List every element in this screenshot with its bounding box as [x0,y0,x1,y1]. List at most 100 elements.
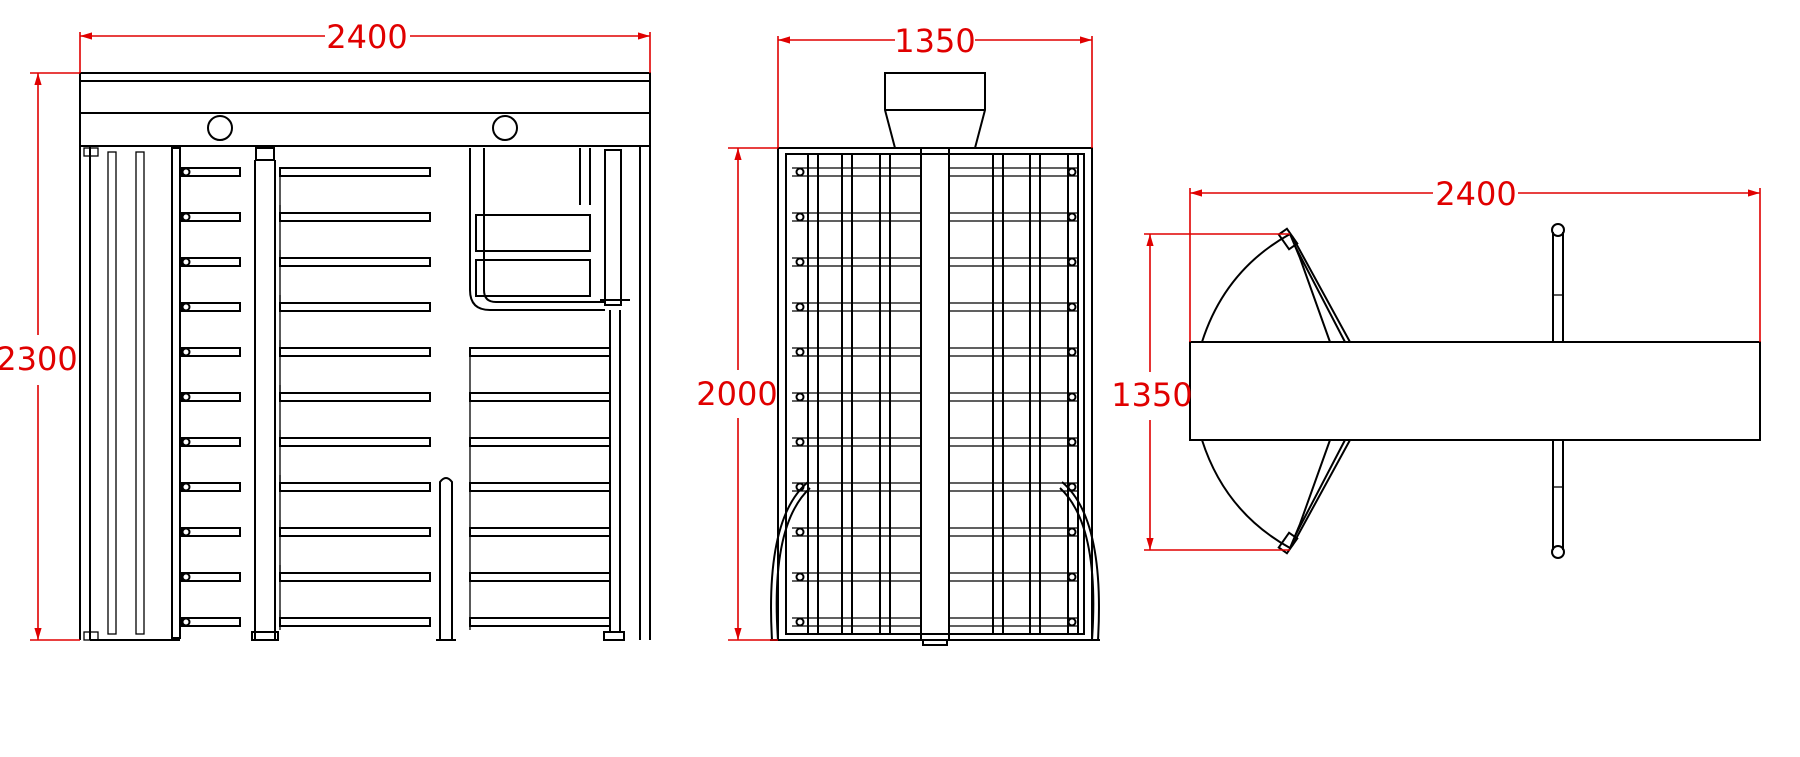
front-width-dimension: 2400 [79,18,651,73]
top-canopy-beam [79,72,651,147]
side-height-dimension: 2000 [696,147,778,641]
side-arm-knob [1067,572,1077,582]
side-arm-knob [795,617,805,627]
side-arm-knob [795,437,805,447]
vertical-bar [879,153,891,635]
side-arc-right [1059,487,1095,641]
long-arm [279,572,431,582]
right-inner-post [600,149,630,641]
front-height-dimension: 2300 [0,72,80,641]
vertical-bar [992,153,1004,635]
vertical-bar [1067,153,1079,635]
short-arm [181,572,241,582]
passage-post [439,477,453,640]
side-vertical-bars [807,153,1079,635]
side-arm-knob [1067,257,1077,267]
side-arm-knob [795,527,805,537]
short-arm [181,212,241,222]
side-rotor-arms [792,167,1078,627]
front-view: 2400 2300 [0,18,651,641]
side-arc-left [775,487,811,641]
top-depth-label: 1350 [1111,376,1192,414]
side-arm-knob [795,257,805,267]
short-arm [181,392,241,402]
barrier-arm [469,347,611,357]
arm-knob [181,212,191,222]
short-arm [181,437,241,447]
barrier-arm [469,527,611,537]
barrier-arm [469,392,611,402]
long-arm [279,257,431,267]
short-arm [181,302,241,312]
side-arm-knob [795,302,805,312]
barrier-arm [469,617,611,627]
rotor-arms-middle [279,167,431,630]
barrier-arm [469,437,611,447]
rotor-shaft [251,147,279,641]
long-arm [279,347,431,357]
vertical-bar [841,153,853,635]
arm-knob [181,392,191,402]
vertical-bar [807,153,819,635]
short-arm [181,257,241,267]
arm-knob [181,347,191,357]
side-arm-knob [1067,617,1077,627]
side-arm-knob [1067,392,1077,402]
barrier-arms-right [469,347,611,630]
light-indicator-left [207,115,233,141]
long-arm [279,302,431,312]
long-arm [279,167,431,177]
barrier-arm [469,482,611,492]
central-column [920,147,950,641]
rotor-arms-left [181,167,241,627]
upper-grille [469,148,605,311]
arm-knob [181,437,191,447]
long-arm [279,212,431,222]
side-height-label: 2000 [696,375,777,413]
side-arm-knob [795,572,805,582]
arm-knob [181,167,191,177]
top-depth-dimension: 1350 [1111,233,1290,551]
side-arm-knob [1067,212,1077,222]
long-arm [279,482,431,492]
short-arm [181,617,241,627]
arm-knob [181,572,191,582]
side-arm-knob [1067,437,1077,447]
long-arm [279,617,431,627]
front-width-label: 2400 [326,18,407,56]
side-width-label: 1350 [894,22,975,60]
side-width-dimension: 1350 [777,22,1093,148]
long-arm [279,437,431,447]
top-view: 2400 1350 [1111,175,1761,559]
side-arm-knob [1067,347,1077,357]
vertical-bar [1029,153,1041,635]
front-height-label: 2300 [0,340,78,378]
arm-knob [181,527,191,537]
top-pin [1551,223,1565,559]
light-indicator-right [492,115,518,141]
side-view: 1350 2000 [696,22,1100,646]
side-frame [777,147,1093,641]
arc-bottom [1201,439,1291,549]
top-body [1189,341,1761,441]
short-arm [181,527,241,537]
short-arm [181,482,241,492]
arm-knob [181,257,191,267]
side-arm-knob [1067,527,1077,537]
side-arm-knob [795,167,805,177]
arm-knob [181,482,191,492]
top-length-label: 2400 [1435,175,1516,213]
side-arm-knob [795,392,805,402]
arm-knob [181,617,191,627]
side-arm-knob [1067,167,1077,177]
side-arm-knob [795,347,805,357]
arm-knob [181,302,191,312]
long-arm [279,527,431,537]
barrier-arm [469,572,611,582]
arc-top [1201,233,1291,343]
short-arm [181,347,241,357]
side-arm-knob [795,212,805,222]
left-fence-panel [83,147,181,641]
side-arm-knob [1067,302,1077,312]
